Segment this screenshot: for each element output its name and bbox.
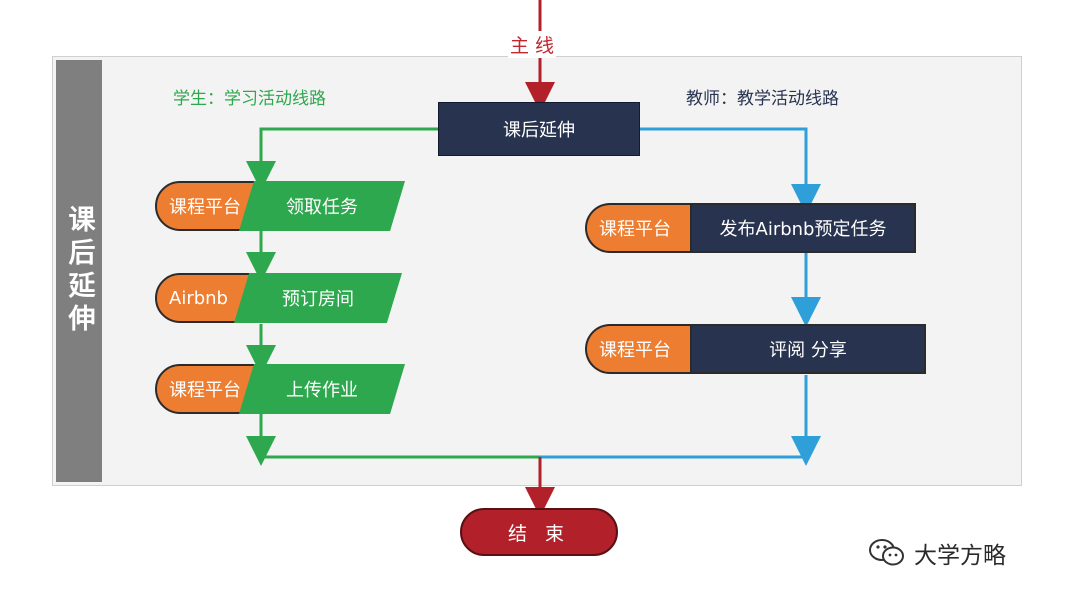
end-node: 结 束 <box>460 508 618 556</box>
student-line-start <box>246 127 438 191</box>
student-step-3-tag: 课程平台 <box>155 364 265 414</box>
teacher-lane-title: 教师：教学活动线路 <box>686 89 839 109</box>
teacher-step-1-tag: 课程平台 <box>585 203 695 253</box>
student-step-3-action: 上传作业 <box>239 364 405 414</box>
student-step-2-action: 预订房间 <box>234 273 402 323</box>
wechat-icon <box>869 539 904 566</box>
student-step-3-action-text: 上传作业 <box>286 380 358 401</box>
brand-text: 大学方略 <box>914 543 1006 569</box>
teacher-step-2-tag: 课程平台 <box>585 324 695 374</box>
student-lane-title: 学生：学习活动线路 <box>173 89 326 109</box>
teacher-line-start <box>640 127 821 214</box>
teacher-step-1-action: 发布Airbnb预定任务 <box>690 203 916 253</box>
student-step-1-action: 领取任务 <box>239 181 405 231</box>
brand: 大学方略 <box>868 536 1006 570</box>
teacher-step-2-action: 评阅 分享 <box>690 324 926 374</box>
side-label: 课后延伸 <box>63 205 95 337</box>
side-label-bar: 课后延伸 <box>56 60 102 482</box>
main-line-label: 主 线 <box>508 31 557 58</box>
start-box: 课后延伸 <box>438 102 640 156</box>
student-step-1-action-text: 领取任务 <box>286 197 358 218</box>
student-step-2-action-text: 预订房间 <box>282 289 354 310</box>
